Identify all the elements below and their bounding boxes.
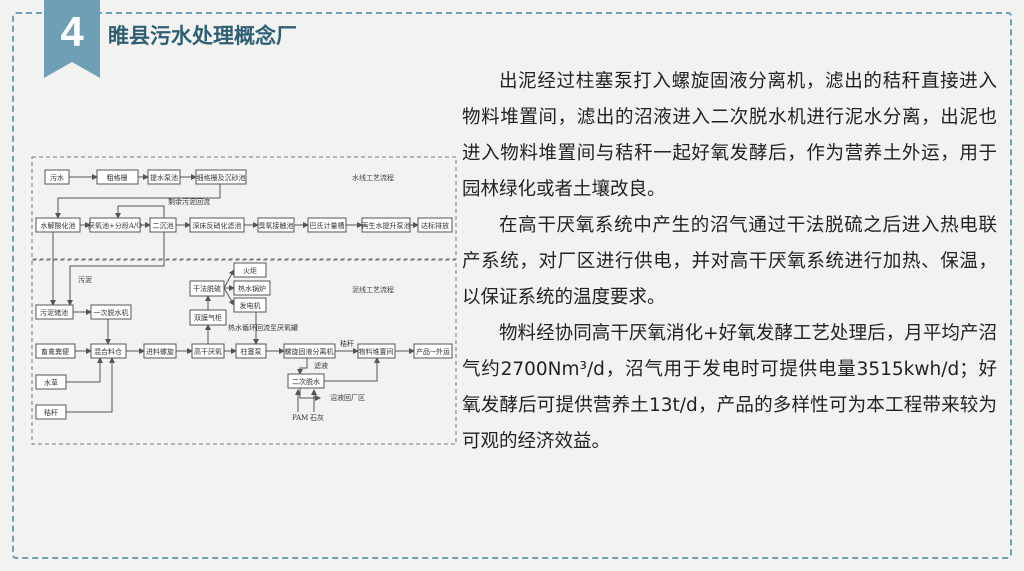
edge (223, 287, 235, 306)
node-flow-meter: 巴氏计量槽 (307, 217, 347, 233)
return-sludge-label: 剩余污泥回流 (168, 197, 210, 206)
node-manure: 畜禽粪便 (35, 343, 76, 359)
svg-text:巴氏计量槽: 巴氏计量槽 (310, 221, 345, 230)
svg-text:进料螺旋: 进料螺旋 (146, 347, 174, 356)
node-screw-separator: 螺旋固液分离机 (283, 343, 336, 359)
description-text: 出泥经过柱塞泵打入螺旋固液分离机，滤出的秸秆直接进入物料堆置间，滤出的沼液进入二… (462, 64, 997, 460)
svg-text:污泥储池: 污泥储池 (40, 308, 68, 317)
svg-text:螺旋固液分离机: 螺旋固液分离机 (285, 347, 334, 356)
edge (55, 184, 221, 219)
node-anaerobic: 高干厌氧 (191, 343, 225, 359)
node-product: 产品→外运 (413, 343, 453, 359)
node-generator: 发电机 (233, 297, 267, 313)
edge (66, 357, 103, 383)
node-discharge: 达标排放 (417, 217, 453, 233)
svg-text:达标排放: 达标排放 (421, 221, 449, 230)
filtrate-label: 滤液 (314, 361, 328, 370)
sludge-section-frame (31, 259, 457, 445)
edge (115, 205, 165, 219)
svg-text:臭氧接触池: 臭氧接触池 (259, 221, 294, 230)
svg-text:火炬: 火炬 (243, 267, 257, 275)
svg-text:柱塞泵: 柱塞泵 (241, 347, 262, 356)
node-lift-pump: 提水泵池 (147, 169, 181, 185)
paragraph-1: 出泥经过柱塞泵打入螺旋固液分离机，滤出的秸秆直接进入物料堆置间，滤出的沼液进入二… (462, 71, 997, 200)
lime-label: 石灰 (310, 413, 324, 422)
node-biogas-holder: 双膜气柜 (189, 309, 227, 326)
node-conveyor: 进料螺旋 (143, 343, 177, 359)
svg-text:细格栅及沉砂池: 细格栅及沉砂池 (197, 173, 246, 182)
node-ozone: 臭氧接触池 (257, 217, 295, 233)
edge (324, 357, 380, 382)
node-denitrification: 深床反硝化滤池 (189, 217, 245, 233)
node-straw: 秸秆 (35, 404, 67, 420)
svg-text:产品→外运: 产品→外运 (416, 347, 450, 356)
svg-text:粗格栅: 粗格栅 (107, 173, 128, 182)
liquid-to-plant-label: 沼液回厂区 (330, 393, 365, 402)
svg-text:二次脱水: 二次脱水 (292, 377, 320, 386)
svg-text:秸秆: 秸秆 (44, 408, 58, 417)
node-dewatering1: 一次脱水机 (90, 304, 132, 320)
svg-text:高干厌氧: 高干厌氧 (194, 347, 222, 356)
water-section-label: 水线工艺流程 (352, 173, 394, 182)
node-aao: 厌氧池+分段A/O (88, 217, 142, 233)
node-torch: 火炬 (233, 262, 267, 278)
node-compost: 物料堆置间 (357, 343, 396, 359)
svg-text:混合料仓: 混合料仓 (94, 347, 122, 356)
svg-text:提水泵池: 提水泵池 (150, 173, 178, 182)
node-coarse-screen: 粗格栅 (96, 169, 139, 185)
pam-label: PAM (292, 414, 308, 422)
badge-shape (44, 0, 100, 78)
node-hydrolysis: 水解酸化池 (35, 217, 81, 233)
edge (299, 388, 321, 401)
svg-text:水草: 水草 (44, 378, 58, 387)
svg-text:二沉池: 二沉池 (153, 221, 174, 230)
paragraph-3: 物料经协同高干厌氧消化+好氧发酵工艺处理后，月平均产沼气约2700Nm³/d，沼… (462, 323, 997, 452)
svg-text:干法脱硫: 干法脱硫 (193, 284, 221, 293)
node-desulfur: 干法脱硫 (189, 280, 225, 297)
svg-text:深床反硝化滤池: 深床反硝化滤池 (193, 221, 242, 230)
svg-text:污水: 污水 (50, 173, 64, 182)
water-section-frame (31, 156, 457, 260)
node-boiler: 热水锅炉 (233, 280, 271, 296)
straw-out-label: 秸秆 (340, 339, 354, 348)
node-reuse-pump: 再生水提升泵池 (361, 217, 411, 233)
slide-frame (12, 12, 1012, 559)
svg-text:物料堆置间: 物料堆置间 (359, 347, 394, 356)
node-secondary-clarifier: 二沉池 (149, 217, 177, 233)
paragraph-2: 在高干厌氧系统中产生的沼气通过干法脱硫之后进入热电联产系统，对厂区进行供电，并对… (462, 215, 997, 308)
svg-text:热水锅炉: 热水锅炉 (238, 284, 266, 293)
edge (66, 357, 115, 413)
edge (297, 358, 308, 375)
node-sludge-tank: 污泥储池 (35, 304, 74, 320)
node-straw-water: 水草 (35, 374, 67, 390)
section-badge: 4 (44, 0, 100, 78)
node-piston-pump: 柱塞泵 (235, 343, 267, 359)
node-dewatering2: 二次脱水 (287, 373, 325, 389)
svg-text:发电机: 发电机 (240, 301, 261, 310)
node-mixing: 混合料仓 (90, 343, 127, 359)
page-title: 睢县污水处理概念厂 (108, 24, 297, 48)
edge (223, 269, 235, 289)
residual-sludge-label: 污泥 (78, 276, 92, 284)
sludge-section-label: 泥线工艺流程 (352, 285, 394, 294)
section-number: 4 (60, 8, 84, 55)
svg-text:厌氧池+分段A/O: 厌氧池+分段A/O (88, 221, 142, 230)
edge (67, 232, 165, 306)
svg-text:双膜气柜: 双膜气柜 (194, 313, 222, 322)
node-sewage: 污水 (44, 169, 70, 185)
svg-text:畜禽粪便: 畜禽粪便 (41, 347, 69, 356)
heat-return-label: 热水循环回流至厌氧罐 (228, 323, 298, 332)
svg-text:水解酸化池: 水解酸化池 (41, 221, 76, 230)
svg-text:再生水提升泵池: 再生水提升泵池 (362, 221, 411, 230)
node-fine-screen: 细格栅及沉砂池 (195, 169, 247, 185)
svg-text:一次脱水机: 一次脱水机 (94, 308, 129, 317)
